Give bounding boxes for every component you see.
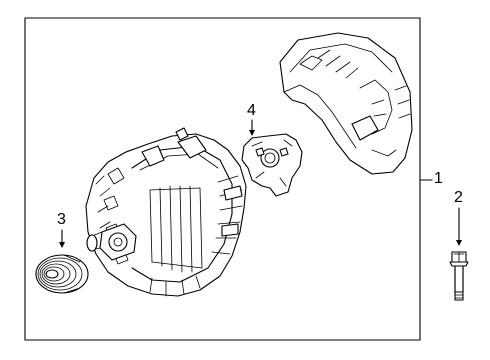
leader-arrow-4 (249, 130, 255, 136)
assembly-frame (24, 17, 421, 341)
callout-2: 2 (454, 189, 463, 206)
leader-arrow-3 (59, 242, 65, 248)
callout-4: 4 (247, 102, 256, 119)
rear-cover (279, 32, 413, 175)
leader-arrow-2 (456, 240, 462, 246)
alternator-body (85, 127, 247, 297)
pulley (35, 254, 89, 294)
callout-1: 1 (434, 170, 443, 187)
callout-3: 3 (57, 211, 66, 228)
voltage-regulator (241, 133, 303, 197)
bolt (449, 251, 469, 301)
